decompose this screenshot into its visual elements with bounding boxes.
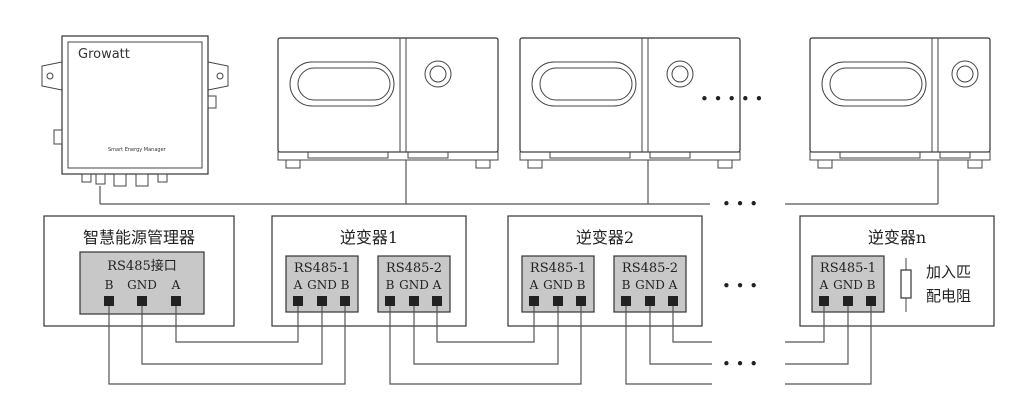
inverter-n-port-1-terminal-b <box>866 296 876 306</box>
inverter-1-port-2-pin-gnd: GND <box>399 278 429 292</box>
termination-resistor-icon <box>900 269 912 299</box>
inverter-1-port-1-title: RS485-1 <box>294 261 350 276</box>
inverter-n-block: 逆变器n RS485-1 A GND B 加入匹 配电阻 <box>799 215 995 327</box>
wire-b-inv1-to-inv2 <box>389 306 582 385</box>
wire-a-manager-to-inv1 <box>175 306 299 343</box>
inverter-n-title: 逆变器n <box>868 228 926 247</box>
resistor-note-line-2: 配电阻 <box>926 287 971 305</box>
inverter-n-port-1-terminal-a <box>819 296 829 306</box>
inverter-2-port-1-terminal-gnd <box>553 296 563 306</box>
wire-b-into-invn <box>785 306 872 385</box>
manager-title: 智慧能源管理器 <box>83 228 195 247</box>
manager-pin-gnd: GND <box>127 278 157 292</box>
inverter-2-title: 逆变器2 <box>576 228 634 247</box>
inverter-2-port-1-pin-gnd: GND <box>543 278 573 292</box>
inverter-2-block: 逆变器2 RS485-1 A GND B RS485-2 B GND A <box>507 215 703 327</box>
inverter-1-port-2-terminal-gnd <box>409 296 419 306</box>
wire-gnd-inv2-out <box>649 306 712 365</box>
manager-brand-logo: Growatt <box>78 47 130 62</box>
inverter-2-port-2-terminal-a <box>668 296 678 306</box>
inverter-1-port-1-terminal-b <box>340 296 350 306</box>
top-ellipsis: • • • • • <box>700 90 763 108</box>
inverter-1-port-1-pin-b: B <box>341 278 350 292</box>
inverter-2-port-2-terminal-b <box>621 296 631 306</box>
smart-energy-manager-device: Growatt Smart Energy Manager <box>41 35 229 187</box>
wire-a-inv2-out <box>672 306 712 343</box>
inverter-2-port-2-pin-a: A <box>668 278 678 292</box>
inverter-n-port-1-pin-gnd: GND <box>833 278 863 292</box>
inverter-n-port-1-pin-b: B <box>867 278 876 292</box>
bottom-ellipsis: • • • <box>722 355 758 373</box>
inverter-1-block: 逆变器1 RS485-1 A GND B RS485-2 B GND A <box>271 215 467 327</box>
manager-terminal-a <box>171 296 181 306</box>
inverter-1-port-2-pin-a: A <box>432 278 442 292</box>
inverter-2-port-1-terminal-b <box>576 296 586 306</box>
inverter-2-port-1-pin-a: A <box>529 278 539 292</box>
inverter-2-port-1-pin-b: B <box>577 278 586 292</box>
inverter-2-port-1-title: RS485-1 <box>530 261 586 276</box>
top-bus-ellipsis: • • • <box>722 195 758 213</box>
inverter-1-port-2-pin-b: B <box>386 278 395 292</box>
manager-port-title: RS485接口 <box>107 258 177 274</box>
inverter-2-port-2-pin-gnd: GND <box>635 278 665 292</box>
inverter-2-port-2-pin-b: B <box>622 278 631 292</box>
middle-ellipsis: • • • <box>722 277 758 295</box>
wire-gnd-inv1-to-inv2 <box>413 306 559 365</box>
inverter-n-port-1-title: RS485-1 <box>820 261 876 276</box>
inverter-2-port-2-terminal-gnd <box>645 296 655 306</box>
inverter-2-device <box>519 37 741 169</box>
inverter-1-device <box>277 37 499 169</box>
inverter-2-port-1-terminal-a <box>529 296 539 306</box>
inverter-1-port-2-title: RS485-2 <box>386 261 442 276</box>
inverter-1-port-1-terminal-gnd <box>317 296 327 306</box>
inverter-1-port-1-pin-a: A <box>293 278 303 292</box>
manager-terminal-b <box>104 296 114 306</box>
inverter-1-port-1-pin-gnd: GND <box>307 278 337 292</box>
manager-block: 智慧能源管理器 RS485接口 B GND A <box>43 215 235 327</box>
wire-b-manager-to-inv1 <box>108 306 346 385</box>
inverter-1-port-2-terminal-a <box>432 296 442 306</box>
wire-a-into-invn <box>785 306 825 343</box>
inverter-n-device <box>809 37 991 169</box>
wire-gnd-into-invn <box>785 306 849 365</box>
inverter-1-title: 逆变器1 <box>340 228 398 247</box>
resistor-note-line-1: 加入匹 <box>926 263 971 281</box>
manager-terminal-gnd <box>137 296 147 306</box>
manager-pin-b: B <box>105 278 114 292</box>
wire-gnd-manager-to-inv1 <box>141 306 323 365</box>
inverter-1-port-1-terminal-a <box>293 296 303 306</box>
wire-b-inv2-out <box>625 306 712 385</box>
manager-device-label: Smart Energy Manager <box>108 147 167 153</box>
manager-pin-a: A <box>171 278 181 292</box>
inverter-n-port-1-terminal-gnd <box>843 296 853 306</box>
inverter-1-port-2-terminal-b <box>385 296 395 306</box>
inverter-n-port-1-pin-a: A <box>819 278 829 292</box>
wire-a-inv1-to-inv2 <box>436 306 535 343</box>
inverter-2-port-2-title: RS485-2 <box>622 261 678 276</box>
